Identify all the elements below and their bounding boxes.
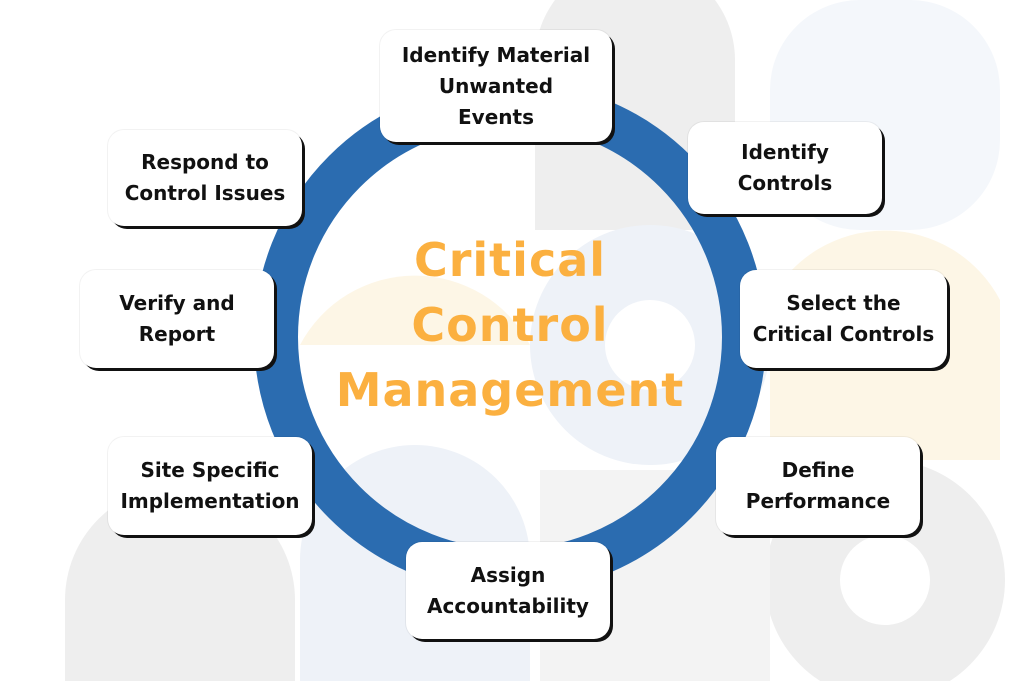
step-label-line: Verify and xyxy=(119,291,235,315)
step-label-line: Select the xyxy=(786,291,901,315)
title-line-3: Management xyxy=(335,363,685,417)
step-select-critical-controls: Select the Critical Controls xyxy=(740,270,947,368)
step-identify-controls: Identify Controls xyxy=(688,122,882,214)
step-identify-material-unwanted-events: Identify Material Unwanted Events xyxy=(380,30,612,142)
step-label-line: Identify xyxy=(741,140,829,164)
title-line-2: Control xyxy=(411,298,609,352)
step-label-line: Unwanted xyxy=(438,73,554,98)
step-label-line: Implementation xyxy=(120,489,300,513)
step-label-line: Performance xyxy=(745,489,891,513)
title-line-1: Critical xyxy=(413,233,607,287)
step-label-line: Control Issues xyxy=(124,181,286,205)
step-verify-and-report: Verify and Report xyxy=(80,270,274,368)
bg-half-yellow xyxy=(300,275,530,345)
step-label-line: Report xyxy=(138,322,216,346)
diagram-title: Critical Control Management xyxy=(300,228,720,423)
step-assign-accountability: Assign Accountability xyxy=(406,542,610,639)
step-site-specific-implementation: Site Specific Implementation xyxy=(108,437,312,535)
step-label-line: Critical Controls xyxy=(752,322,935,346)
step-label-line: Accountability xyxy=(427,593,589,618)
step-label-line: Define xyxy=(781,458,855,482)
step-label-line: Identify Material xyxy=(401,42,591,67)
step-label-line: Site Specific xyxy=(140,458,280,482)
bg-ring-hole xyxy=(840,535,930,625)
bg-circle-hole xyxy=(605,300,695,390)
step-define-performance: Define Performance xyxy=(716,437,920,535)
step-label-line: Respond to xyxy=(141,150,269,174)
step-label-line: Assign xyxy=(470,562,546,587)
step-label-line: Controls xyxy=(737,171,833,195)
step-label-line: Events xyxy=(458,104,534,129)
step-respond-to-control-issues: Respond to Control Issues xyxy=(108,130,302,226)
